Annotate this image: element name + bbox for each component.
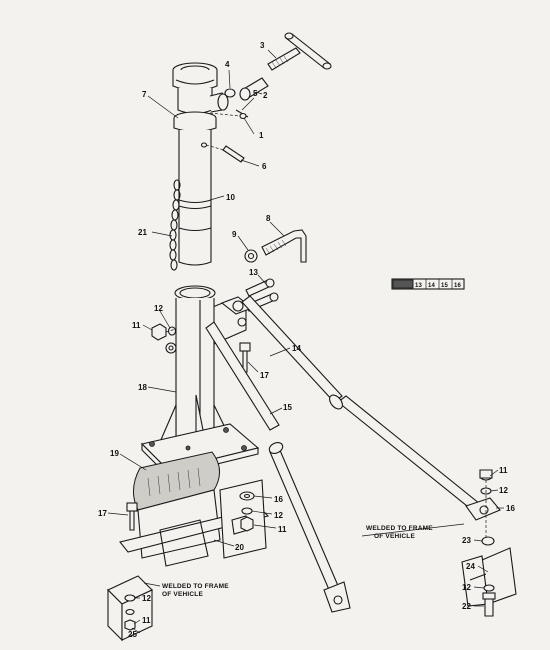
callout-16-left: 16 — [274, 495, 283, 504]
callout-1: 1 — [259, 131, 264, 140]
callout-23: 23 — [462, 536, 471, 545]
chain — [169, 179, 181, 271]
base-hardware — [239, 491, 255, 532]
mount-bracket — [119, 451, 270, 567]
callout-16-right: 16 — [506, 504, 515, 513]
weld-note-left-line2: OF VEHICLE — [162, 591, 203, 598]
callout-11-base: 11 — [278, 525, 287, 534]
callout-8: 8 — [266, 214, 271, 223]
callout-12-base: 12 — [274, 511, 283, 520]
callout-11-lower-left: 11 — [142, 616, 151, 625]
callout-4: 4 — [225, 60, 230, 69]
reference-cell-14: 14 — [428, 283, 436, 289]
callout-15: 15 — [283, 403, 292, 412]
callout-25: 25 — [128, 630, 137, 639]
callout-2: 2 — [263, 91, 268, 100]
callout-24: 24 — [466, 562, 475, 571]
callout-10: 10 — [226, 193, 235, 202]
reference-cell-13: 13 — [415, 283, 423, 289]
leader-lines — [107, 49, 504, 634]
weld-note-right-line1: WELDED TO FRAME — [366, 525, 433, 532]
upper-tube-assembly — [169, 62, 229, 271]
callout-17-upper: 17 — [260, 371, 269, 380]
callout-20: 20 — [235, 543, 244, 552]
callout-22: 22 — [462, 602, 471, 611]
weld-notes: WELDED TO FRAME OF VEHICLE WELDED TO FRA… — [162, 525, 433, 598]
callout-21: 21 — [138, 228, 147, 237]
right-bracket — [461, 469, 517, 617]
strut-15 — [205, 321, 351, 613]
callout-14: 14 — [292, 344, 301, 353]
strut-14 — [241, 295, 501, 521]
callout-19: 19 — [110, 449, 119, 458]
callout-3: 3 — [260, 41, 265, 50]
weld-note-left-line1: WELDED TO FRAME — [162, 583, 229, 590]
callout-11-left: 11 — [132, 321, 141, 330]
callout-12-lower-right: 12 — [462, 583, 471, 592]
callout-12-top: 12 — [154, 304, 163, 313]
reference-cell-16: 16 — [454, 283, 462, 289]
callout-7: 7 — [142, 90, 147, 99]
callout-labels: 1 2 3 4 5 6 7 8 9 10 21 13 12 11 14 17 1… — [98, 41, 515, 639]
callout-12-right: 12 — [499, 486, 508, 495]
lock-pin-assembly — [244, 229, 307, 263]
reference-box: 13 14 15 16 — [391, 278, 465, 290]
callout-13: 13 — [249, 268, 258, 277]
handle-assembly — [205, 32, 332, 163]
callout-17-lower: 17 — [98, 509, 107, 518]
callout-5: 5 — [253, 89, 258, 98]
lower-left-bracket — [107, 575, 153, 642]
callout-9: 9 — [232, 230, 237, 239]
reference-cell-15: 15 — [441, 283, 449, 289]
callout-12-lower-left: 12 — [142, 594, 151, 603]
weld-note-right-line2: OF VEHICLE — [374, 533, 415, 540]
callout-18: 18 — [138, 383, 147, 392]
callout-6: 6 — [262, 162, 267, 171]
callout-11-right: 11 — [499, 466, 508, 475]
